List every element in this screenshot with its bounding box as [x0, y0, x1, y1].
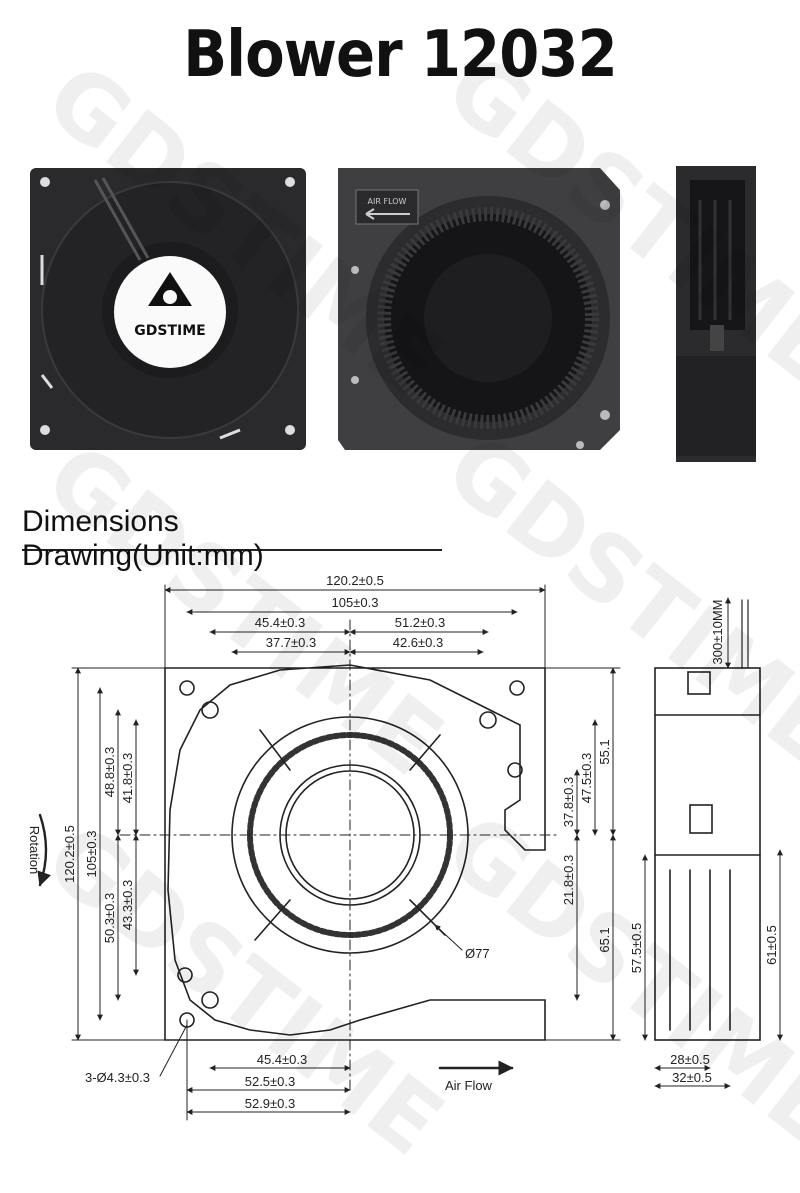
- dim-top-4: 51.2±0.3: [395, 615, 446, 630]
- dim-right-3: 55.1: [597, 739, 612, 764]
- dim-left-5: 50.3±0.3: [102, 893, 117, 944]
- dim-left-4: 41.8±0.3: [120, 753, 135, 804]
- dim-left-2: 105±0.3: [84, 831, 99, 878]
- dim-bottom-3: 52.9±0.3: [245, 1096, 296, 1111]
- dim-side-3: 28±0.5: [670, 1052, 710, 1067]
- dimension-drawing: 120.2±0.5 105±0.3 45.4±0.3 51.2±0.3 37.7…: [27, 573, 783, 1121]
- dim-right-2: 47.5±0.3: [579, 753, 594, 804]
- dim-bottom-2: 52.5±0.3: [245, 1074, 296, 1089]
- dim-top-5: 37.7±0.3: [266, 635, 317, 650]
- dim-side-1: 57.5±0.5: [629, 923, 644, 974]
- dim-right-5: 65.1: [597, 927, 612, 952]
- logo-badge: [114, 256, 226, 368]
- side-view: [654, 599, 761, 1041]
- dimensions-header-part1: Dimensions: [22, 505, 179, 538]
- dim-side-2: 61±0.5: [764, 925, 779, 965]
- dim-top-1: 120.2±0.5: [326, 573, 384, 588]
- logo-triangle-icon: [148, 272, 192, 306]
- dimensions-header-part2: Drawing(Unit:mm): [22, 539, 264, 572]
- dim-top-2: 105±0.3: [332, 595, 379, 610]
- front-view: [164, 664, 546, 1041]
- dim-top-3: 45.4±0.3: [255, 615, 306, 630]
- dim-left-1: 120.2±0.5: [62, 825, 77, 883]
- dim-top-6: 42.6±0.3: [393, 635, 444, 650]
- fan-back-photo: GDSTIME: [30, 168, 306, 450]
- product-photos: GDSTIME AIR FLOW: [30, 166, 756, 462]
- fan-front-photo: AIR FLOW: [338, 168, 620, 450]
- dim-diameter: Ø77: [465, 946, 490, 961]
- logo-text: GDSTIME: [134, 323, 205, 339]
- page-title: Blower 12032: [183, 18, 617, 92]
- dim-holes: 3-Ø4.3±0.3: [85, 1070, 150, 1085]
- dim-side-4: 32±0.5: [672, 1070, 712, 1085]
- rotation-arrow-icon: [37, 813, 52, 887]
- fan-side-photo: [676, 166, 756, 462]
- dimensions-header: Dimensions Drawing(Unit:mm): [22, 505, 442, 572]
- dim-left-6: 43.3±0.3: [120, 880, 135, 931]
- dim-bottom-1: 45.4±0.3: [257, 1052, 308, 1067]
- dim-cable: 300±10MM: [710, 600, 725, 665]
- rotation-label: Rotation: [27, 826, 42, 874]
- airflow-label: Air Flow: [445, 1078, 493, 1093]
- airflow-label: AIR FLOW: [368, 197, 407, 206]
- dim-right-1: 37.8±0.3: [561, 777, 576, 828]
- dim-right-4: 21.8±0.3: [561, 855, 576, 906]
- airflow-arrow-icon: [365, 208, 410, 220]
- dim-left-3: 48.8±0.3: [102, 747, 117, 798]
